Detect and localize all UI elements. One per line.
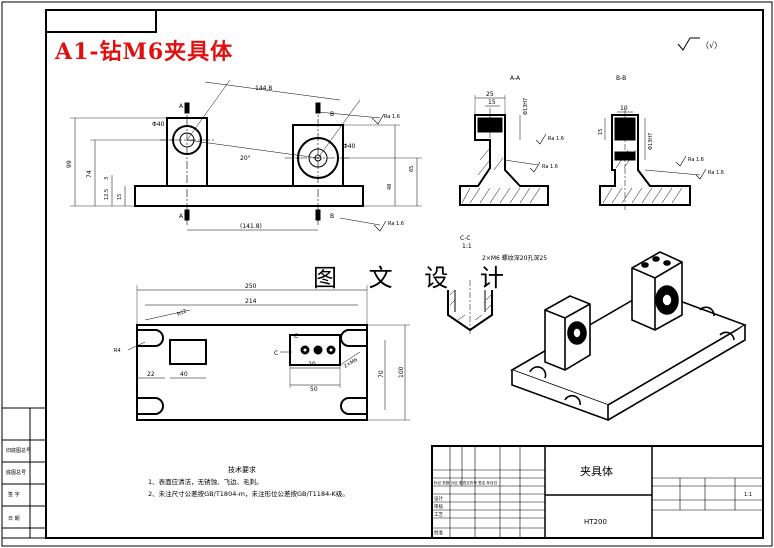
part-name: 夹具体 [580,464,613,478]
dim-height-total: 99 [66,160,73,168]
dim-angled: 144.8 [255,85,272,92]
section-aa [459,95,549,206]
dim-100: 100 [398,366,405,378]
dim-small-b: 12.5 [104,189,110,200]
tech-requirements: 技术要求 1、表面应清洁，无锈蚀、飞边、毛刺。 2、未注尺寸公差按GB/T180… [148,465,349,498]
material: HT200 [584,518,607,526]
isometric-view [510,251,747,422]
drawing-title: A1-钻M6夹具体 [55,39,234,65]
dim-bb-15: 15 [598,129,604,135]
dim-hole-left: Φ40 [152,121,165,128]
tb-role-review: 审核 [434,503,443,510]
dim-bb-hole: Φ13H7 [648,133,654,150]
dim-70: 70 [378,370,385,378]
code-box [45,9,157,33]
roughness-front-2: Ra 1.6 [388,221,404,227]
section-bb [599,108,707,210]
roughness-bb-2: Ra 1.6 [708,170,724,176]
title-block [431,445,764,539]
dim-aa-25: 25 [486,91,494,98]
label-cc: C-C [460,235,471,242]
svg-text:（√）: （√） [701,41,722,50]
dim-height-mid: 74 [86,170,93,178]
dim-bb-10: 10 [620,105,628,112]
scale: 1:1 [744,492,752,498]
section-cc [447,280,493,335]
thread-note: 2×M6 螺纹深20孔深25 [482,254,547,262]
title-block-text: 夹具体 HT200 1:1 标记 处数 分区 更改文件号 签名 年月日 设计 审… [434,464,752,536]
left-label-4: 日 期 [8,516,20,522]
dim-50: 50 [310,386,318,393]
section-aa-text: A-A 25 15 Φ13H7 Ra 1.6 Ra 1.6 [486,75,564,170]
marker-c-top: C [294,333,298,340]
tb-role-process: 工艺 [434,512,443,518]
marker-c-left: C [274,350,278,357]
left-side-block [1,407,47,539]
dim-aa-15: 15 [488,99,496,106]
dim-right-b: 65 [409,166,415,172]
dim-20: 20 [308,361,316,368]
tech-heading: 技术要求 [228,465,256,474]
marker-a-bottom: A [179,213,184,220]
dim-40: 40 [180,371,188,378]
dim-small-c: 15 [117,194,123,200]
roughness-front-1: Ra 1.6 [384,114,400,120]
dim-22: 22 [147,371,155,378]
tech-line-1: 1、表面应清洁，无锈蚀、飞边、毛刺。 [148,477,263,486]
dim-angle: 20° [240,155,251,162]
dim-small-a: 3 [104,177,110,180]
label-aa: A-A [510,75,521,82]
front-view [70,79,422,232]
top-view [127,285,410,421]
dim-inner: 214 [245,298,257,305]
label-bb: B-B [616,75,626,82]
tb-header-row: 标记 处数 分区 更改文件号 签名 年月日 [434,480,497,485]
dim-aa-hole: Φ13H7 [523,98,529,115]
marker-a-top: A [179,103,184,110]
dim-r12: R12 [176,308,187,318]
left-label-1: 旧底图总号 [6,447,31,454]
dim-r4: R4 [114,348,121,354]
marker-b-bottom: B [330,213,334,220]
watermark: 图 文 设 计 [313,264,516,292]
section-cc-text: C-C 1:1 2×M6 螺纹深20孔深25 [460,235,547,262]
section-bb-text: B-B 10 15 Φ13H7 Ra 1.6 Ra 1.6 [598,75,724,176]
roughness-default: （√） [677,37,722,51]
left-label-3: 签 字 [8,491,20,498]
roughness-aa-2: Ra 1.6 [542,164,558,170]
roughness-aa-1: Ra 1.6 [548,136,564,142]
dim-hole-right: Φ40 [343,143,356,150]
tech-line-2: 2、未注尺寸公差按GB/T1804-m，未注形位公差按GB/T1184-K级。 [148,489,349,498]
tb-approve: 批准 [434,529,443,536]
left-label-2: 底图总号 [6,469,26,476]
label-cc-scale: 1:1 [462,243,472,250]
left-side-text: 旧底图总号 底图总号 签 字 日 期 [6,447,31,522]
front-view-text: 99 74 3 12.5 15 48 65 (141.8) 144.8 Φ40 … [66,85,415,230]
drawing-border [45,9,764,539]
dim-length: 250 [245,283,257,290]
roughness-bb-1: Ra 1.6 [688,157,704,163]
dim-right-a: 48 [387,184,393,190]
tb-role-design: 设计 [434,495,443,502]
dim-horizontal: (141.8) [240,223,262,230]
marker-b-top: B [330,111,334,118]
